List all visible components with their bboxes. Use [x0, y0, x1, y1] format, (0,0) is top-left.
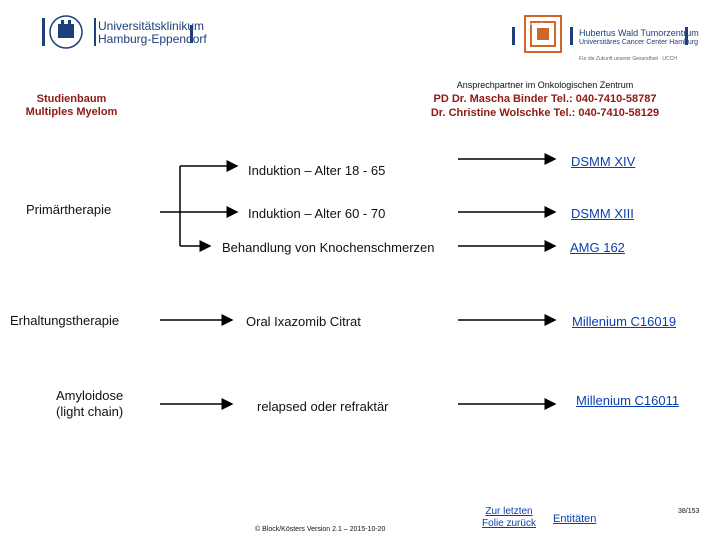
tumor-logo-bar-mid [570, 27, 573, 45]
uke-logo-bar-right [190, 25, 193, 43]
uke-logo-bar [94, 18, 96, 46]
branch-induktion-18-65: Induktion – Alter 18 - 65 [248, 163, 386, 178]
study-link-amg-162[interactable]: AMG 162 [570, 240, 625, 255]
study-link-dsmm-xiv[interactable]: DSMM XIV [571, 154, 636, 169]
back-link-line1: Zur letzten [485, 506, 533, 517]
uke-logo-line2: Hamburg-Eppendorf [98, 32, 207, 46]
tumor-logo-bar-right [685, 27, 688, 45]
branch-induktion-60-70: Induktion – Alter 60 - 70 [248, 206, 386, 221]
back-link[interactable]: Zur letzten Folie zurück [474, 506, 544, 530]
node-amyloidose: Amyloidose (light chain) [56, 388, 123, 420]
contact-line-2: Dr. Christine Wolschke Tel.: 040-7410-58… [430, 107, 660, 119]
study-tree-title-line1: Studienbaum [36, 93, 107, 105]
back-link-line2: Folie zurück [482, 518, 536, 529]
entitaeten-link[interactable]: Entitäten [553, 513, 597, 525]
node-amyloidose-line2: (light chain) [56, 404, 124, 419]
page-number: 38/153 [678, 508, 700, 515]
tumor-logo-line1: Hubertus Wald Tumorzentrum [579, 28, 699, 38]
branch-knochenschmerzen: Behandlung von Knochenschmerzen [222, 240, 435, 255]
node-primaertherapie: Primärtherapie [26, 202, 112, 217]
copyright-text: © Block/Kösters Version 2.1 – 2015-10-20 [255, 526, 386, 533]
tumor-logo-line2: Universitäres Cancer Center Hamburg [579, 39, 699, 46]
amyloidose-label: relapsed oder refraktär [257, 399, 389, 414]
study-tree-title-line2: Multiples Myelom [25, 106, 118, 118]
uke-crest-logo [42, 14, 86, 50]
study-link-dsmm-xiii[interactable]: DSMM XIII [571, 206, 634, 221]
study-link-c16011[interactable]: Millenium C16011 [576, 393, 680, 408]
erhaltung-label: Oral Ixazomib Citrat [246, 314, 361, 329]
study-link-c16019[interactable]: Millenium C16019 [572, 314, 677, 329]
contact-label: Ansprechpartner im Onkologischen Zentrum [456, 80, 634, 90]
uke-logo-line1: Universitätsklinikum [98, 19, 205, 33]
study-tree-title: Studienbaum Multiples Myelom [14, 93, 129, 119]
node-erhaltungstherapie: Erhaltungstherapie [10, 313, 120, 328]
tumor-logo-tagline: Für die Zukunft unserer Gesundheit · UCC… [579, 56, 677, 62]
tumor-logo-mark [524, 15, 562, 53]
tumor-logo-small-text: Universitäres Cancer Center [526, 16, 553, 26]
tumor-logo-bar-left [512, 27, 515, 45]
node-amyloidose-line1: Amyloidose [56, 388, 124, 403]
contact-line-1: PD Dr. Mascha Binder Tel.: 040-7410-5878… [433, 93, 657, 105]
uke-logo-text: Universitätsklinikum Hamburg-Eppendorf [98, 20, 207, 46]
